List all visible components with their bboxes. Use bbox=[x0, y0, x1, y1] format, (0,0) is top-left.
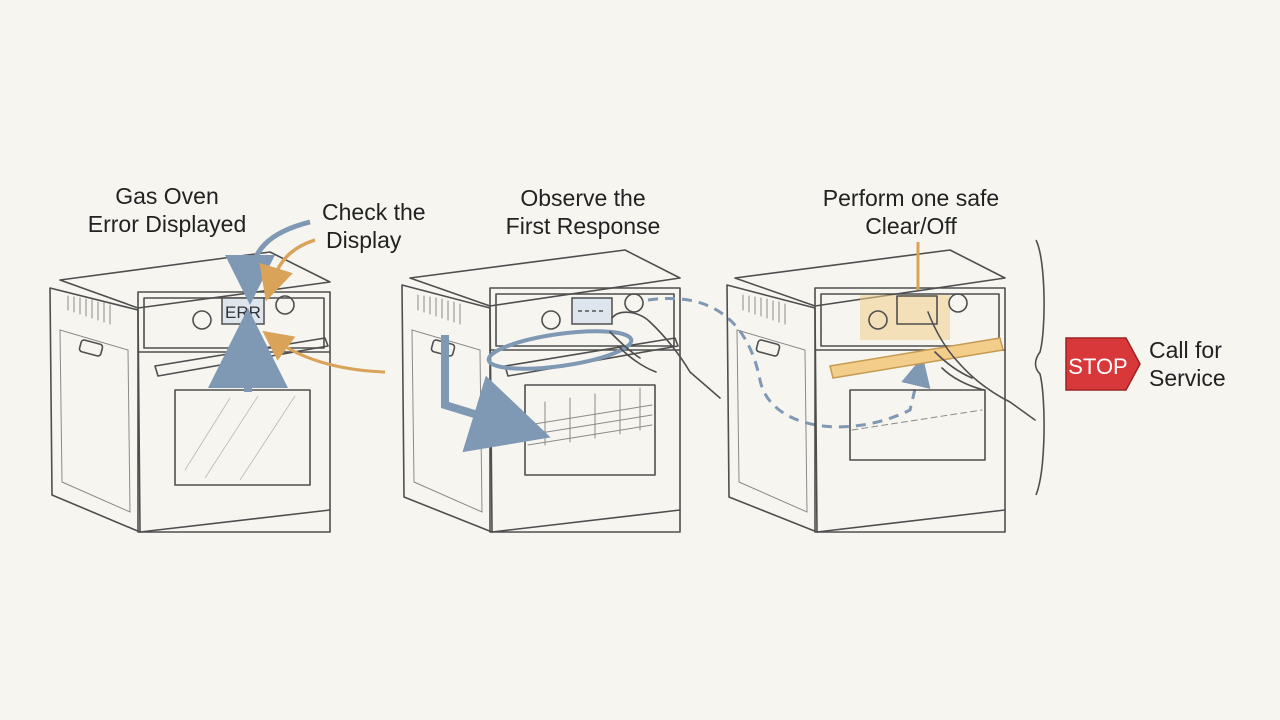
step-label-line2: Display bbox=[326, 227, 402, 253]
step-label-line2: First Response bbox=[505, 213, 661, 239]
step-label-line1: Call for bbox=[1149, 337, 1222, 363]
oven-3 bbox=[726, 239, 1045, 533]
step-label-check-display: Check the Display bbox=[322, 198, 452, 254]
stop-sign: STOP bbox=[1065, 337, 1141, 391]
step-label-line2: Error Displayed bbox=[87, 211, 247, 237]
step-label-line2: Clear/Off bbox=[865, 213, 957, 239]
step-label-line1: Check the bbox=[322, 199, 426, 225]
step-label-gas-oven-error: Gas Oven Error Displayed bbox=[78, 182, 256, 238]
step-label-perform-clear-off: Perform one safe Clear/Off bbox=[800, 184, 1022, 240]
oven-2 bbox=[401, 249, 931, 533]
step-label-observe-response: Observe the First Response bbox=[488, 184, 678, 240]
step-label-line1: Gas Oven bbox=[115, 183, 219, 209]
step-label-line1: Perform one safe bbox=[822, 185, 1000, 211]
step-label-call-service: Call for Service bbox=[1149, 336, 1259, 392]
step-label-line1: Observe the bbox=[520, 185, 646, 211]
oven-1: ERR bbox=[49, 219, 386, 533]
step-label-line2: Service bbox=[1149, 365, 1226, 391]
stop-sign-text: STOP bbox=[1068, 354, 1128, 379]
oven-display-err: ERR bbox=[225, 303, 261, 322]
